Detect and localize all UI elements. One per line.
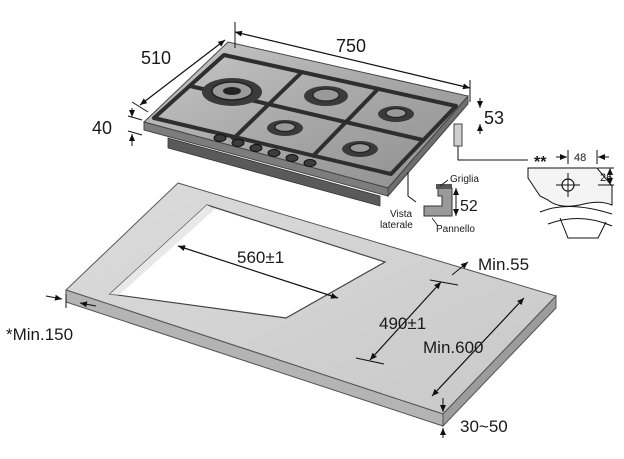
connection-width-label: 48 [574, 152, 586, 164]
worktop-min-label: Min.600 [423, 338, 483, 357]
hob-height-dimension [127, 108, 143, 146]
hob-height-label: 40 [92, 118, 112, 138]
cutout-depth-dimension [355, 279, 459, 365]
hob-width-label: 750 [336, 36, 366, 56]
side-view-title-2: laterale [380, 220, 413, 231]
pipe-offset-label: 53 [484, 108, 504, 128]
worktop [65, 182, 557, 428]
min-front-dimension [45, 294, 97, 308]
min-back-label: Min.55 [478, 255, 529, 274]
connection-marker: ** [534, 154, 547, 171]
cutout-depth-label: 490±1 [379, 314, 426, 333]
control-knobs [213, 134, 317, 167]
burner-front-right [342, 141, 378, 157]
cutout-width-dimension [177, 245, 339, 299]
side-view-title-1: Vista [390, 209, 412, 220]
burner-rear-middle [304, 86, 348, 106]
hob-depth-label: 510 [141, 48, 171, 68]
min-front-label: *Min.150 [6, 325, 73, 344]
panel-label: Pannello [436, 224, 475, 235]
burner-wok [202, 78, 262, 106]
hob-depth-dimension [131, 39, 226, 113]
burner-rear-right [378, 106, 414, 122]
hob [143, 41, 469, 207]
side-view-dim-label: 52 [460, 198, 478, 215]
burner-front-middle [267, 120, 303, 136]
grid-label: Griglia [450, 174, 479, 185]
cutout-width-label: 560±1 [237, 248, 284, 267]
worktop-thickness-label: 30~50 [460, 417, 508, 436]
connection-leader [457, 146, 528, 161]
side-view [407, 172, 459, 227]
hob-width-dimension [234, 22, 471, 102]
connection-height-label: 26 [600, 172, 612, 184]
connection-detail [527, 150, 614, 239]
gas-pipe [453, 123, 463, 147]
min-back-dimension [451, 261, 469, 276]
worktop-depth-dimension [431, 297, 525, 397]
